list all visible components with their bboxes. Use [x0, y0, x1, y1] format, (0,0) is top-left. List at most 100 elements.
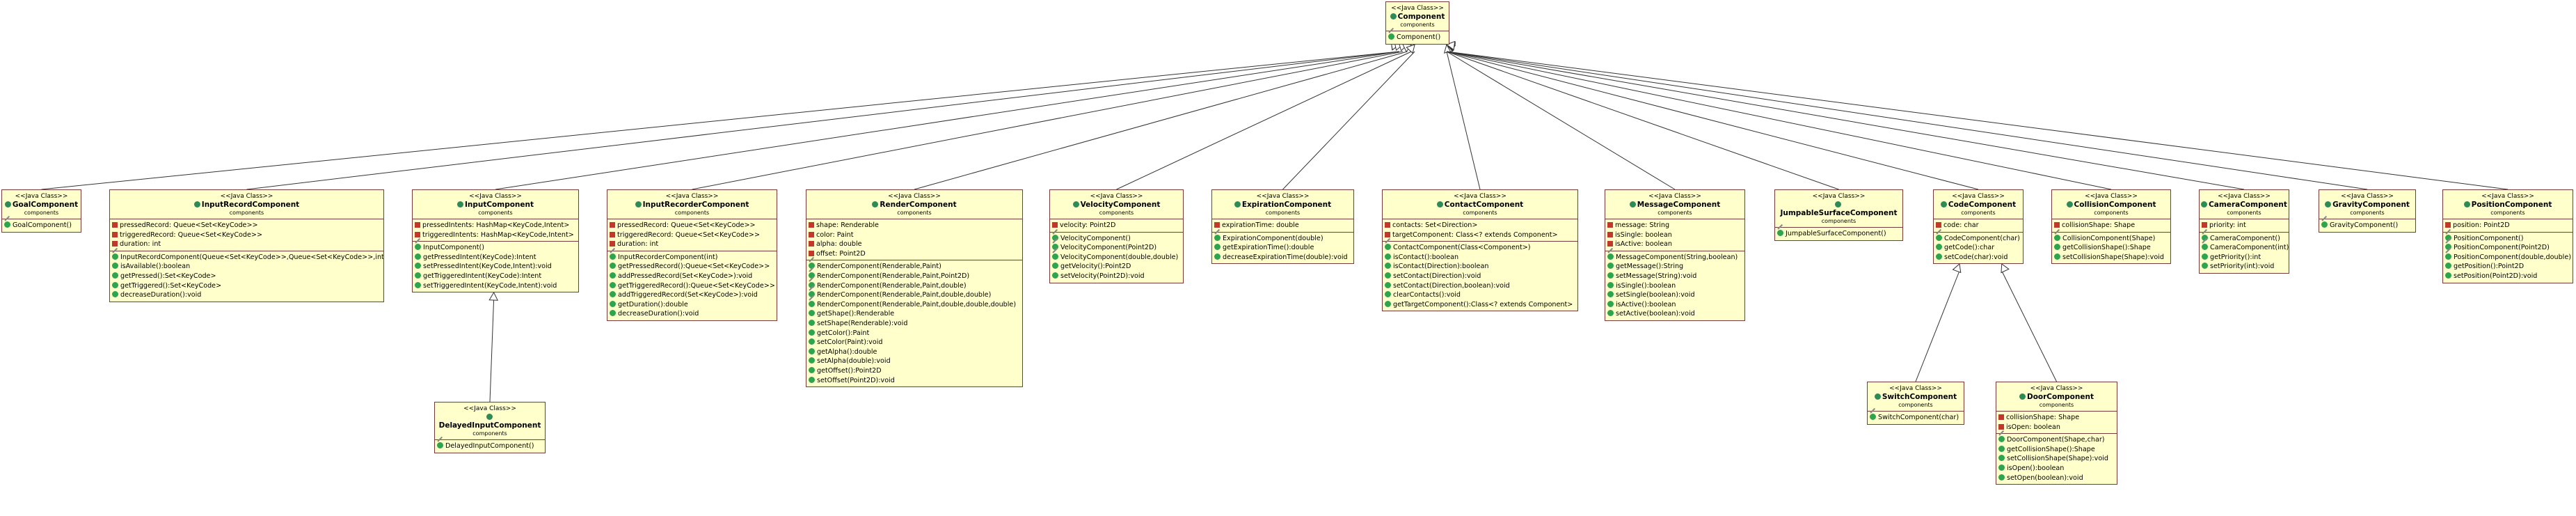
package-label: components: [24, 210, 59, 216]
method-row: InputRecorderComponent(int): [610, 253, 774, 263]
method-row: decreaseDuration():void: [112, 290, 381, 300]
method-text: DelayedInputComponent(): [445, 442, 534, 450]
method-text: isContact(Direction):boolean: [1393, 263, 1489, 271]
class-icon: [2066, 201, 2073, 208]
attribute-text: velocity: Point2D: [1060, 221, 1116, 229]
methods-section: VelocityComponent()VelocityComponent(Poi…: [1050, 231, 1183, 283]
methods-section: DelayedInputComponent(): [435, 440, 545, 453]
method-text: decreaseExpirationTime(double):void: [1223, 253, 1348, 261]
attribute-text: triggeredRecord: Queue<Set<KeyCode>>: [120, 230, 262, 239]
method-text: PositionComponent(Point2D): [2454, 244, 2550, 252]
attribute-text: isActive: boolean: [1615, 240, 1672, 249]
class-icon: [193, 201, 200, 208]
public-visibility-icon: [415, 253, 421, 260]
attribute-row: isActive: boolean: [1607, 240, 1742, 249]
methods-section: JumpableSurfaceComponent(): [1775, 228, 1902, 240]
public-visibility-icon: [1607, 291, 1614, 298]
method-row: getCollisionShape():Shape: [1998, 445, 2115, 455]
public-visibility-icon: [2202, 263, 2208, 269]
class-name-text: ContactComponent: [1444, 201, 1524, 209]
generalization-arrowhead-door-component: [2001, 263, 2010, 274]
method-row: getDuration():double: [610, 300, 774, 310]
stereotype-label: <<Java Class>>: [220, 193, 273, 200]
method-text: RenderComponent(Renderable,Paint): [817, 263, 941, 271]
method-row: getVelocity():Point2D: [1052, 262, 1181, 272]
ctor-visibility-icon: [2321, 221, 2328, 228]
method-row: setContact(Direction):void: [1385, 272, 1575, 281]
method-row: ExpirationComponent(double): [1214, 234, 1351, 244]
class-name: InputRecorderComponent: [609, 201, 775, 209]
method-text: isActive():boolean: [1616, 300, 1676, 308]
method-text: getVelocity():Point2D: [1060, 263, 1131, 271]
class-name-text: Component: [1397, 13, 1445, 21]
ctor-visibility-icon: [809, 272, 815, 279]
method-row: getTriggeredRecord():Queue<Set<KeyCode>>: [610, 281, 775, 291]
methods-section: SwitchComponent(char): [1868, 412, 1964, 424]
attribute-text: offset: Point2D: [816, 249, 866, 258]
method-text: isContact():boolean: [1393, 253, 1459, 261]
generalization-line-message-component: [1446, 51, 1676, 190]
method-text: isSingle():boolean: [1616, 281, 1676, 290]
ctor-visibility-icon: [809, 291, 815, 298]
private-visibility-icon: [1607, 231, 1613, 237]
method-text: CameraComponent(int): [2210, 244, 2289, 252]
method-text: setContact(Direction):void: [1393, 272, 1481, 280]
method-text: JumpableSurfaceComponent(): [1786, 230, 1886, 237]
attributes-section: velocity: Point2D: [1050, 219, 1183, 232]
attribute-text: duration: int: [617, 240, 659, 249]
package-label: components: [2227, 210, 2261, 216]
method-row: GoalComponent(): [4, 221, 79, 230]
generalization-line-input-component: [495, 51, 1400, 190]
method-text: getTriggeredRecord():Queue<Set<KeyCode>>: [618, 281, 775, 290]
class-icon: [1234, 201, 1241, 208]
methods-section: CameraComponent()CameraComponent(int)get…: [2200, 231, 2289, 273]
method-text: getPosition():Point2D: [2454, 263, 2525, 271]
method-text: setPriority(int):void: [2210, 263, 2275, 271]
class-icon: [872, 201, 879, 208]
class-icon: [2201, 201, 2208, 208]
attribute-row: isOpen: boolean: [1998, 423, 2115, 432]
class-name-text: InputRecorderComponent: [642, 201, 749, 209]
stereotype-label: <<Java Class>>: [665, 193, 719, 200]
stereotype-label: <<Java Class>>: [1391, 5, 1444, 12]
attribute-text: pressedIntents: HashMap<KeyCode,Intent>: [422, 221, 570, 229]
public-visibility-icon: [1385, 253, 1391, 260]
method-text: setContact(Direction,boolean):void: [1393, 281, 1510, 290]
ctor-visibility-icon: [2054, 234, 2060, 241]
stereotype-label: <<Java Class>>: [463, 405, 516, 412]
method-text: isAvailable():boolean: [120, 263, 191, 271]
method-text: addTriggeredRecord(Set<KeyCode>):void: [618, 291, 758, 299]
public-visibility-icon: [809, 366, 815, 373]
package-label: components: [1961, 210, 1996, 216]
class-name: VelocityComponent: [1051, 201, 1182, 209]
attribute-row: velocity: Point2D: [1052, 221, 1181, 230]
generalization-line-velocity-component: [1116, 51, 1412, 190]
stereotype-label: <<Java Class>>: [469, 193, 522, 200]
private-visibility-icon: [112, 222, 118, 228]
class-name: CameraComponent: [2201, 201, 2287, 209]
public-visibility-icon: [1936, 253, 1942, 260]
methods-section: ExpirationComponent(double)getExpiration…: [1212, 231, 1353, 264]
class-name: MessageComponent: [1607, 201, 1743, 209]
stereotype-label: <<Java Class>>: [1090, 193, 1143, 200]
attribute-row: priority: int: [2202, 221, 2287, 230]
method-text: getCode():char: [1944, 244, 1995, 252]
public-visibility-icon: [112, 281, 118, 288]
methods-section: InputRecordComponent(Queue<Set<KeyCode>>…: [110, 250, 383, 302]
method-text: getOffset():Point2D: [817, 366, 882, 375]
class-name: SwitchComponent: [1869, 393, 1962, 401]
public-visibility-icon: [809, 347, 815, 354]
attribute-row: pressedIntents: HashMap<KeyCode,Intent>: [415, 221, 576, 230]
method-row: setPressedIntent(KeyCode,Intent):void: [415, 262, 576, 272]
method-row: decreaseExpirationTime(double):void: [1214, 253, 1351, 263]
private-visibility-icon: [2445, 222, 2451, 228]
method-text: CodeComponent(char): [1944, 234, 2020, 242]
method-text: clearContacts():void: [1393, 291, 1461, 299]
private-visibility-icon: [809, 250, 814, 256]
